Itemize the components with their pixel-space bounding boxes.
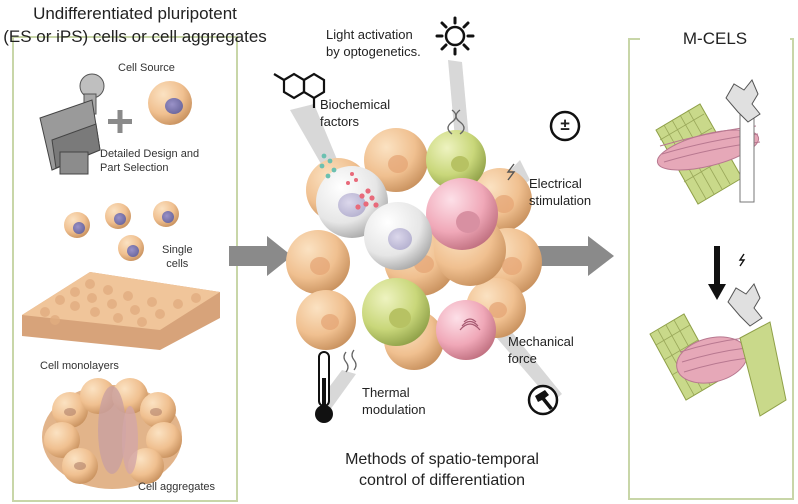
left-panel-title: Undifferentiated pluripotent (ES or iPS)… bbox=[0, 2, 270, 48]
design-label-line2: Part Selection bbox=[100, 162, 169, 174]
cell-source-label: Cell Source bbox=[118, 62, 175, 74]
light-label-line1: Light activation bbox=[326, 27, 413, 42]
mechanical-line1: Mechanical bbox=[508, 334, 574, 349]
caption-line1: Methods of spatio-temporal bbox=[345, 451, 539, 468]
single-cells-line1: Single bbox=[162, 244, 193, 256]
thermal-label: Thermal modulation bbox=[362, 384, 426, 418]
right-panel bbox=[628, 38, 794, 500]
mechanical-line2: force bbox=[508, 351, 537, 366]
plus-minus-icon bbox=[549, 110, 581, 142]
cell-cluster bbox=[286, 60, 562, 410]
down-arrow-icon bbox=[708, 246, 726, 300]
bio-bot-bottom bbox=[649, 283, 787, 417]
dna-icon bbox=[447, 109, 465, 135]
biochemical-line2: factors bbox=[320, 114, 360, 129]
arrow-center-to-right bbox=[530, 236, 614, 276]
lightning-icon bbox=[506, 163, 516, 181]
single-cells-label: Single cells bbox=[162, 243, 193, 271]
left-title-line2: (ES or iPS) cells or cell aggregates bbox=[3, 27, 267, 46]
biochemical-label: Biochemical factors bbox=[320, 96, 390, 130]
bio-bot-top bbox=[655, 79, 761, 205]
plus-icon bbox=[108, 110, 132, 133]
hammer-icon bbox=[527, 384, 559, 416]
design-label-line1: Detailed Design and bbox=[100, 148, 200, 160]
caption-line2: control of differentiation bbox=[358, 472, 526, 489]
design-label: Detailed Design and Part Selection bbox=[100, 147, 199, 175]
sun-icon bbox=[435, 16, 475, 56]
cell-source-cell bbox=[148, 81, 192, 125]
single-cells bbox=[64, 201, 179, 261]
single-cells-line2: cells bbox=[166, 258, 189, 270]
heat-waves bbox=[343, 349, 357, 373]
mechanical-label: Mechanical force bbox=[508, 333, 574, 367]
cell-aggregate bbox=[42, 378, 182, 489]
thermal-line1: Thermal bbox=[362, 385, 410, 400]
cell-monolayer bbox=[22, 272, 220, 350]
left-title-line1: Undifferentiated pluripotent bbox=[33, 4, 237, 23]
aggregates-label: Cell aggregates bbox=[138, 481, 216, 493]
light-label-line2: by optogenetics. bbox=[326, 44, 421, 59]
hexagon-molecule-icon bbox=[273, 72, 326, 108]
electrical-line1: Electrical bbox=[529, 176, 582, 191]
plus-minus-glyph: ± bbox=[560, 115, 570, 134]
electrical-line2: stimulation bbox=[529, 193, 592, 208]
cube-icon bbox=[39, 73, 105, 175]
light-label: Light activation by optogenetics. bbox=[326, 26, 421, 60]
monolayers-label: Cell monolayers bbox=[40, 360, 119, 372]
thermometer-icon bbox=[315, 351, 333, 423]
arrow-left-to-center bbox=[229, 236, 292, 276]
lightning-icon-right bbox=[738, 253, 746, 267]
biochemical-line1: Biochemical bbox=[320, 97, 391, 112]
center-caption: Methods of spatio-temporal control of di… bbox=[312, 449, 572, 491]
right-panel-title: M-CELS bbox=[640, 29, 790, 49]
thermal-line2: modulation bbox=[362, 402, 426, 417]
electrical-label: Electrical stimulation bbox=[529, 175, 591, 209]
